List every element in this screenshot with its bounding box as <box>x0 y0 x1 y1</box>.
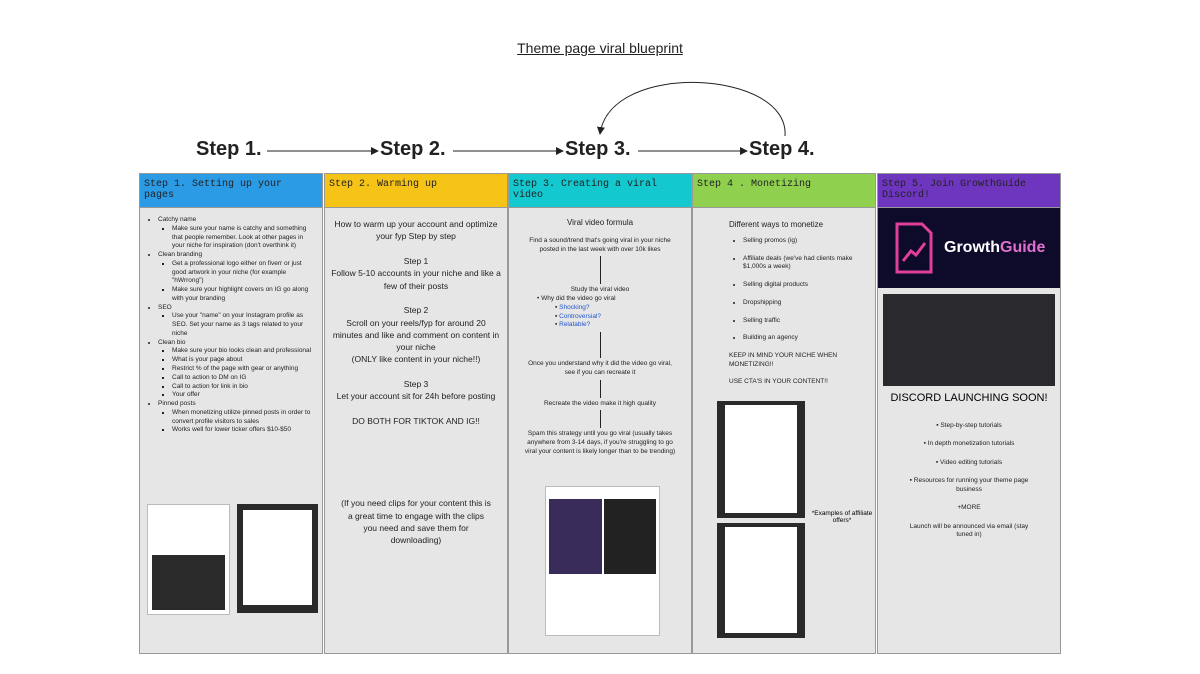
column-step-4: Step 4 . Monetizing Different ways to mo… <box>692 173 876 654</box>
affiliate-offer-screenshot-1 <box>717 401 805 518</box>
checklist-subitem: Call to action for link in bio <box>172 383 316 392</box>
checklist-item: Pinned postsWhen monetizing utilize pinn… <box>158 400 316 435</box>
checklist-subitem: When monetizing utilize pinned posts in … <box>172 409 316 427</box>
discord-feature: ▪ Resources for running your theme page … <box>909 477 1029 493</box>
column-step-1: Step 1. Setting up your pages Catchy nam… <box>139 173 323 654</box>
monetize-intro: Different ways to monetize <box>729 220 824 229</box>
column-header: Step 5. Join GrowthGuide Discord! <box>878 174 1060 208</box>
screenshot-viral-video-example <box>545 486 660 636</box>
more-text: +MORE <box>957 504 981 512</box>
checklist-subitem: Make sure your highlight covers on IG go… <box>172 286 316 304</box>
step-heading: Step 1 <box>403 255 429 266</box>
discord-feature: ▪ Video editing tutorials <box>935 458 1003 466</box>
column-step-3: Step 3. Creating a viral video Viral vid… <box>508 173 692 654</box>
step1-checklist: Catchy nameMake sure your name is catchy… <box>140 208 322 443</box>
checklist-item: Clean bioMake sure your bio looks clean … <box>158 339 316 400</box>
step-4-label: Step 4. <box>749 138 815 160</box>
link-relatable[interactable]: Relatable? <box>559 321 591 329</box>
link-controversial[interactable]: Controversial? <box>559 312 602 320</box>
checklist-subitem: What is your page about <box>172 356 316 365</box>
step-3-label: Step 3. <box>565 138 631 160</box>
note-cta: USE CTA'S IN YOUR CONTENT!! <box>729 378 828 386</box>
checklist-subitem: Your offer <box>172 391 316 400</box>
emphasis-text: DO BOTH FOR TIKTOK AND IG!! <box>352 416 480 426</box>
checklist-item: SEOUse your "name" on your Instagram pro… <box>158 304 316 339</box>
step-text: Follow 5-10 accounts in your niche and l… <box>331 268 501 291</box>
flow-step: Recreate the video make it high quality <box>543 399 656 407</box>
step-text: Let your account sit for 24h before post… <box>336 391 496 402</box>
screenshot-profile-example-2 <box>237 504 318 613</box>
flow-step: Spam this strategy until you go viral (u… <box>524 430 676 455</box>
growth-chart-icon <box>895 222 933 274</box>
flow-step: Find a sound/trend that's going viral in… <box>529 236 671 253</box>
checklist-subitem: Make sure your bio looks clean and profe… <box>172 347 316 356</box>
affiliate-offer-screenshot-2 <box>717 523 805 638</box>
checklist-subitem: Make sure your name is catchy and someth… <box>172 225 316 251</box>
arrow-step4-back-to-step3 <box>596 82 786 137</box>
link-shocking[interactable]: Shocking? <box>559 303 590 311</box>
checklist-item: Catchy nameMake sure your name is catchy… <box>158 216 316 251</box>
formula-title: Viral video formula <box>566 218 634 227</box>
monetize-method: Dropshipping <box>743 299 865 308</box>
step-1-label: Step 1. <box>196 138 262 160</box>
discord-feature: ▪ Step-by-step tutorials <box>936 422 1002 429</box>
discord-screenshot <box>883 294 1055 386</box>
monetize-method: Selling promos (ig) <box>743 237 865 246</box>
step-2-label: Step 2. <box>380 138 446 160</box>
checklist-subitem: Use your "name" on your Instagram profil… <box>172 312 316 338</box>
column-step-5: Step 5. Join GrowthGuide Discord! Growth… <box>877 173 1061 654</box>
monetize-method: Selling traffic <box>743 317 865 326</box>
checklist-subitem: Restrict % of the page with gear or anyt… <box>172 365 316 374</box>
step-heading: Step 2 <box>403 305 429 316</box>
column-header: Step 3. Creating a viral video <box>509 174 691 208</box>
growthguide-logo: GrowthGuide <box>878 208 1060 288</box>
checklist-item: Clean brandingGet a professional logo ei… <box>158 251 316 304</box>
monetize-method: Affiliate deals (we've had clients make … <box>743 255 865 273</box>
affiliate-caption: *Examples of affiliate offers* <box>811 510 873 524</box>
launch-note: Launch will be announced via email (stay… <box>909 522 1029 539</box>
flow-question: • Why did the video go viral <box>537 295 616 303</box>
clips-note: (If you need clips for your content this… <box>341 498 491 546</box>
checklist-subitem: Works well for lower ticker offers $10-$… <box>172 426 316 435</box>
column-header: Step 1. Setting up your pages <box>140 174 322 208</box>
flow-step: Once you understand why it did the video… <box>528 360 672 376</box>
discord-feature: ▪ In depth monetization tutorials <box>923 440 1015 448</box>
step-heading: Step 3 <box>403 379 429 390</box>
column-header: Step 4 . Monetizing <box>693 174 875 208</box>
screenshot-profile-example <box>147 504 230 615</box>
page-title: Theme page viral blueprint <box>517 40 683 56</box>
note-niche: KEEP IN MIND YOUR NICHE WHEN MONETIZING!… <box>729 352 838 368</box>
discord-headline: DISCORD LAUNCHING SOON! <box>890 392 1048 404</box>
monetize-method: Building an agency <box>743 334 865 343</box>
checklist-subitem: Call to action to DM on IG <box>172 374 316 383</box>
checklist-subitem: Get a professional logo either on fiverr… <box>172 260 316 286</box>
step-note: (ONLY like content in your niche!!) <box>351 354 481 365</box>
flow-step: Study the viral video <box>570 286 630 294</box>
intro-text: How to warm up your account and optimize… <box>334 219 498 242</box>
monetize-method: Selling digital products <box>743 281 865 290</box>
column-header: Step 2. Warming up <box>325 174 507 208</box>
column-step-2: Step 2. Warming up How to warm up your a… <box>324 173 508 654</box>
step-text: Scroll on your reels/fyp for around 20 m… <box>332 317 500 353</box>
